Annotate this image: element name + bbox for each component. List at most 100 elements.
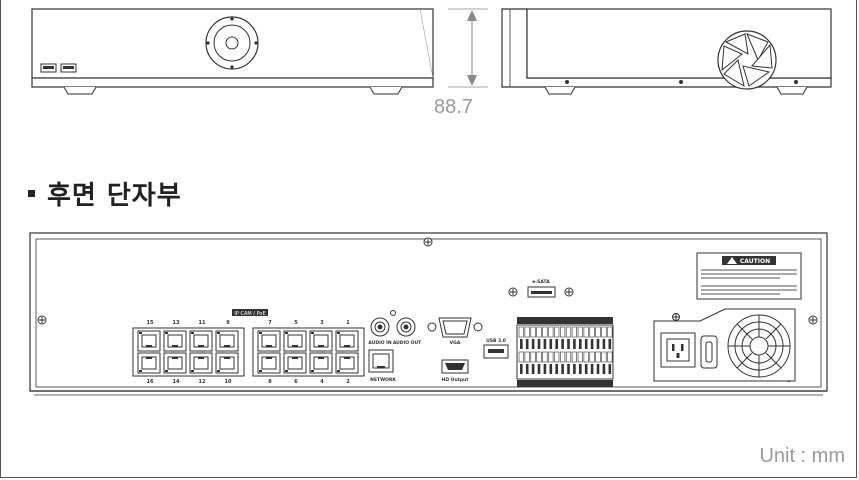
- terminal-screw-icon: [554, 351, 560, 363]
- rj45-port-icon: [163, 352, 187, 374]
- terminal-screw-icon: [565, 326, 572, 338]
- port-number: 1: [346, 320, 350, 326]
- rj45-port-icon: [335, 330, 359, 352]
- audio-out-label: AUDIO OUT: [393, 340, 422, 346]
- terminal-slot-icon: [573, 364, 576, 374]
- rj45-port-icon: [163, 330, 187, 352]
- terminal-screw-icon: [583, 351, 589, 363]
- rj45-port-icon: [309, 352, 333, 374]
- port-number: 12: [199, 379, 206, 385]
- rj45-port-icon: [283, 330, 307, 352]
- terminal-screw-icon: [589, 351, 595, 363]
- rj45-port-icon: [189, 330, 213, 352]
- terminal-screw-icon: [542, 326, 548, 338]
- terminal-screw-icon: [577, 351, 583, 363]
- fan-icon: [717, 30, 777, 90]
- terminal-slot-icon: [567, 339, 570, 349]
- terminal-screw-icon: [571, 351, 577, 363]
- port-number: 14: [173, 379, 180, 385]
- vga-port-icon: [427, 317, 483, 338]
- terminal-slot-icon: [584, 364, 588, 374]
- terminal-screw-icon: [589, 326, 595, 338]
- terminal-screw-icon: [577, 326, 583, 338]
- alarm-terminal-block: [516, 317, 614, 387]
- terminal-slot-icon: [590, 364, 594, 374]
- bullet-icon: [28, 190, 35, 197]
- section-title: 후면 단자부: [47, 181, 182, 211]
- terminal-slot-icon: [584, 339, 588, 349]
- terminal-screw-icon: [530, 351, 536, 363]
- terminal-slot-icon: [561, 339, 564, 349]
- section-heading: 후면 단자부: [28, 175, 182, 212]
- terminal-screw-icon: [524, 351, 530, 363]
- terminal-slot-icon: [555, 339, 558, 349]
- terminal-slot-icon: [525, 364, 529, 374]
- terminal-slot-icon: [520, 364, 523, 374]
- usb-label: USB 3.0: [486, 338, 506, 344]
- terminal-slot-icon: [543, 339, 547, 349]
- audio-in-label: AUDIO IN: [368, 340, 391, 346]
- terminal-screw-icon: [536, 351, 542, 363]
- terminal-slot-icon: [602, 339, 606, 349]
- terminal-slot-icon: [590, 339, 594, 349]
- side-view: [501, 8, 832, 95]
- terminal-slot-icon: [537, 364, 541, 374]
- esata-port-icon: [508, 286, 574, 298]
- terminal-screw-icon: [554, 326, 560, 338]
- terminal-screw-icon: [518, 351, 524, 363]
- rj45-port-icon: [309, 330, 333, 352]
- terminal-screw-icon: [542, 351, 548, 363]
- port-number: 10: [225, 379, 232, 385]
- network-port-icon: [368, 349, 394, 373]
- terminal-screw-icon: [559, 326, 566, 338]
- terminal-slot-icon: [525, 339, 529, 349]
- terminal-slot-icon: [602, 364, 606, 374]
- port-number: 8: [268, 379, 272, 385]
- rear-fan-icon: [727, 314, 791, 378]
- terminal-slot-icon: [555, 364, 558, 374]
- terminal-slot-icon: [531, 364, 535, 374]
- terminal-screw-icon: [571, 326, 577, 338]
- usb-3-port-icon: [483, 344, 509, 359]
- vga-label: VGA: [450, 340, 461, 346]
- port-number: 7: [268, 320, 272, 326]
- rj45-port-icon: [215, 330, 239, 352]
- port-number: 5: [294, 320, 298, 326]
- terminal-slot-icon: [579, 364, 582, 374]
- rj45-port-icon: [335, 352, 359, 374]
- port-number: 13: [173, 320, 180, 326]
- hd-output-label: HD Output: [442, 377, 470, 383]
- caution-text: CAUTION: [740, 258, 770, 265]
- port-number: 9: [226, 320, 230, 326]
- rj45-port-icon: [257, 330, 281, 352]
- terminal-slot-icon: [567, 364, 570, 374]
- hdmi-port-icon: [441, 359, 469, 374]
- terminal-screw-icon: [601, 326, 607, 338]
- rj45-port-icon: [137, 330, 161, 352]
- terminal-screw-icon: [518, 326, 524, 338]
- esata-label: e-SATA: [532, 279, 550, 285]
- rj45-port-icon: [189, 352, 213, 374]
- terminal-slot-icon: [608, 364, 612, 374]
- port-number: 3: [320, 320, 324, 326]
- terminal-slot-icon: [531, 339, 535, 349]
- terminal-screw-icon: [530, 326, 536, 338]
- terminal-screw-icon: [601, 351, 607, 363]
- rear-panel: IP CAM / PoE 15 13 11 9 7 5 3 1 16 14 12…: [29, 232, 828, 396]
- terminal-screw-icon: [524, 326, 530, 338]
- terminal-slot-icon: [596, 364, 600, 374]
- port-number: 15: [147, 320, 154, 326]
- terminal-screw-icon: [559, 351, 566, 363]
- height-dimension: [448, 8, 488, 88]
- terminal-slot-icon: [549, 364, 553, 374]
- unit-label: Unit : mm: [759, 445, 845, 467]
- port-number: 2: [346, 379, 350, 385]
- rj45-port-icon: [283, 352, 307, 374]
- power-inlet-icon: [653, 308, 796, 382]
- height-dimension-value: 88.7: [434, 96, 473, 118]
- caution-label: CAUTION: [696, 252, 802, 300]
- terminal-screw-icon: [565, 351, 572, 363]
- terminal-screw-icon: [607, 351, 613, 363]
